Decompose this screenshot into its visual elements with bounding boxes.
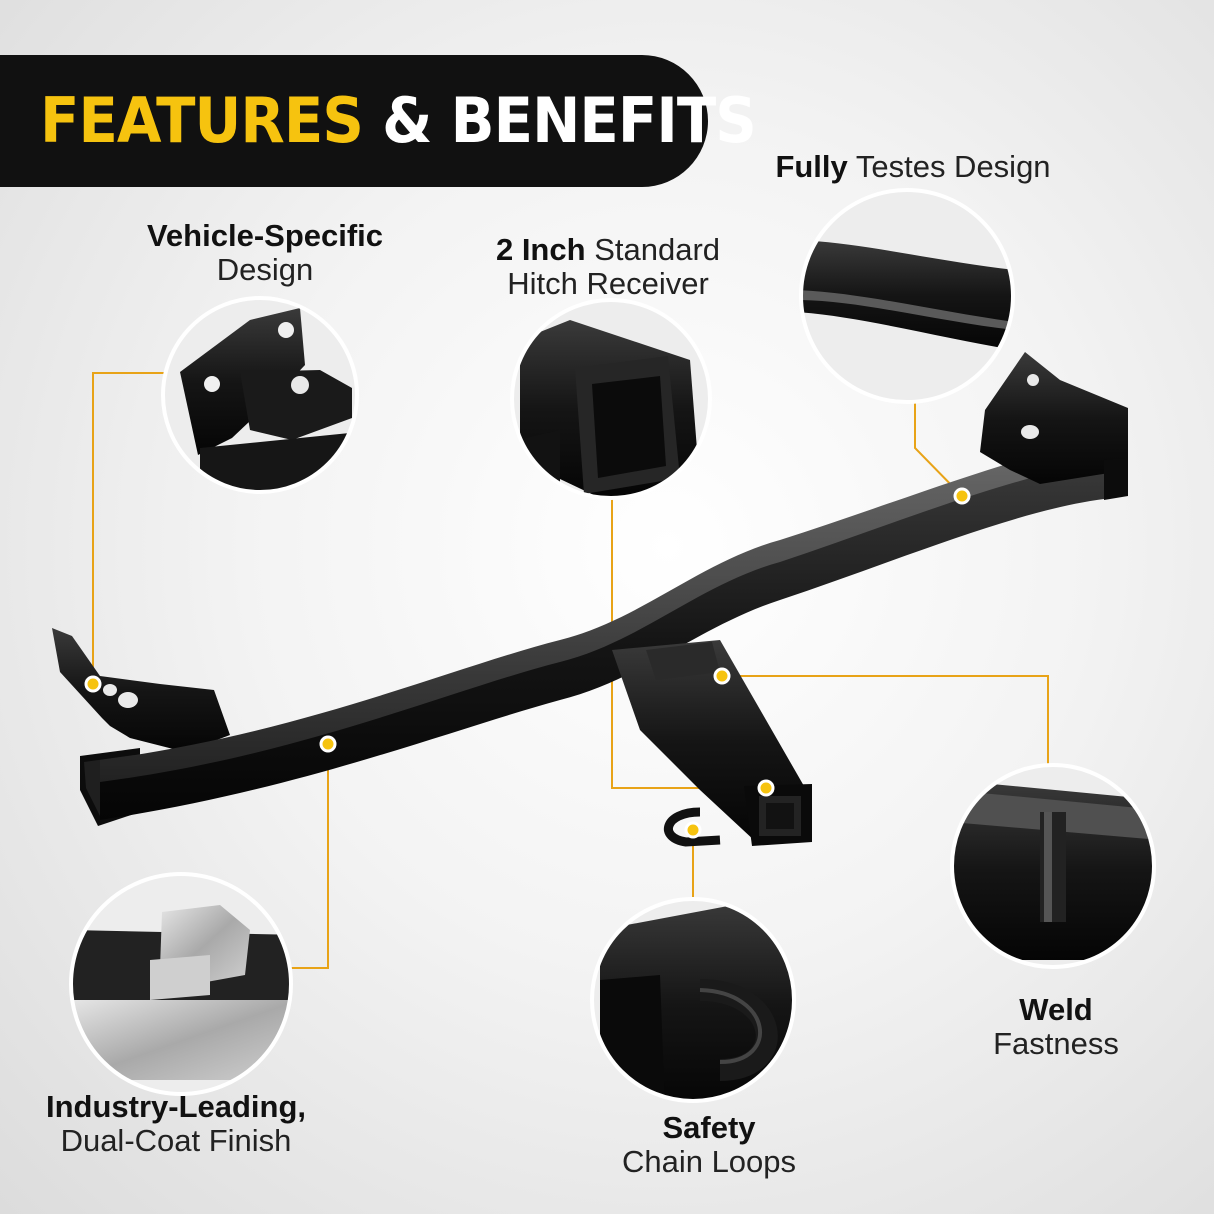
label-receiver-text-2: Hitch Receiver (507, 266, 709, 301)
detail-circle-weld (950, 763, 1156, 969)
detail-circle-tested (799, 188, 1015, 404)
label-weld: Weld Fastness (966, 993, 1146, 1061)
label-weld-bold: Weld (1019, 992, 1093, 1027)
detail-circle-receiver (510, 298, 712, 500)
label-vehicle-specific-bold: Vehicle-Specific (146, 218, 384, 253)
label-tested-bold: Fully (775, 149, 848, 184)
label-tested-text: Testes Design (855, 149, 1051, 184)
label-safety-text: Chain Loops (621, 1144, 797, 1179)
label-weld-text: Fastness (993, 1026, 1119, 1061)
title-accent: FEATURES (40, 84, 364, 157)
callout-dots (84, 487, 971, 839)
detail-circle-vehicle-bracket (161, 296, 359, 494)
label-finish-text: Dual-Coat Finish (60, 1123, 292, 1158)
label-receiver: 2 Inch Standard Hitch Receiver (470, 233, 746, 301)
label-tested: Fully Testes Design (746, 150, 1080, 184)
title-banner: FEATURES & BENEFITS (0, 55, 757, 187)
label-finish: Industry-Leading, Dual-Coat Finish (16, 1090, 336, 1158)
detail-circle-safety (590, 897, 796, 1103)
label-receiver-bold: 2 Inch (495, 232, 586, 267)
title-rest: & BENEFITS (382, 84, 757, 157)
label-vehicle-specific-text: Design (216, 252, 314, 287)
page-title: FEATURES & BENEFITS (40, 84, 757, 157)
label-vehicle-specific: Vehicle-Specific Design (112, 219, 418, 287)
label-safety-bold: Safety (662, 1110, 756, 1145)
detail-circle-finish (69, 872, 293, 1096)
label-receiver-text-1: Standard (594, 232, 721, 267)
label-finish-bold: Industry-Leading, (45, 1089, 307, 1124)
label-safety: Safety Chain Loops (594, 1111, 824, 1179)
